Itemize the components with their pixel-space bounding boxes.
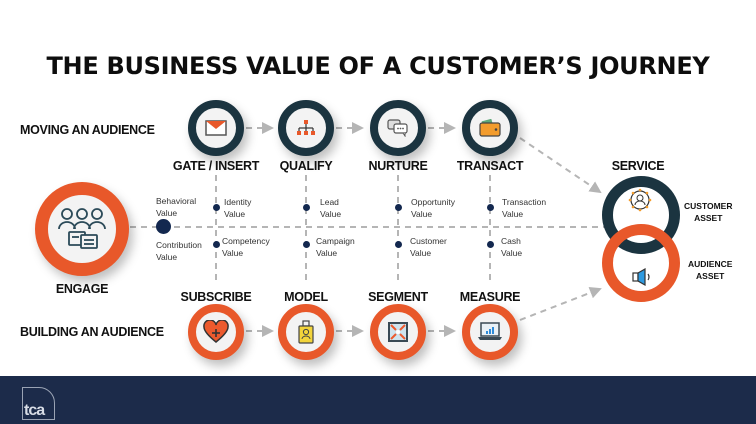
value-dot — [395, 241, 402, 248]
heart-plus-icon — [203, 320, 229, 343]
stage-label-gate-insert: GATE / INSERT — [172, 159, 260, 173]
value-dot — [213, 204, 220, 211]
stage-label-segment: SEGMENT — [368, 290, 428, 304]
footer-bar: tca — [0, 376, 756, 424]
stage-label-qualify: QUALIFY — [279, 159, 333, 173]
segment-node — [370, 304, 426, 360]
envelope-icon — [205, 120, 227, 136]
nurture-node — [370, 100, 426, 156]
transact-node — [462, 100, 518, 156]
value-dot — [487, 204, 494, 211]
speaker-icon — [632, 268, 650, 286]
model-node — [278, 304, 334, 360]
value-dot — [303, 241, 310, 248]
laptop-chart-icon — [478, 322, 502, 340]
value-dot — [213, 241, 220, 248]
value-dot — [395, 204, 402, 211]
page-title: THE BUSINESS VALUE OF A CUSTOMER’S JOURN… — [46, 52, 710, 80]
value-dot — [487, 241, 494, 248]
stage-label-measure: MEASURE — [459, 290, 521, 304]
hierarchy-icon — [297, 120, 315, 135]
row-label-building: BUILDING AN AUDIENCE — [20, 325, 164, 339]
people-chat-icon — [58, 208, 106, 249]
engage-node — [35, 182, 129, 276]
engage-label: ENGAGE — [55, 282, 109, 296]
segment-arrows-icon — [388, 322, 408, 342]
gear-person-icon — [628, 188, 652, 212]
wallet-icon — [479, 119, 501, 137]
audience-asset-ring — [602, 224, 680, 302]
gate-insert-node — [188, 100, 244, 156]
subscribe-node — [188, 304, 244, 360]
tca-logo: tca — [22, 387, 55, 420]
stage-label-transact: TRANSACT — [456, 159, 524, 173]
value-dot — [303, 204, 310, 211]
stage-label-nurture: NURTURE — [368, 159, 428, 173]
row-label-moving: MOVING AN AUDIENCE — [20, 123, 155, 137]
chat-bubbles-icon — [387, 119, 408, 137]
measure-node — [462, 304, 518, 360]
qualify-node — [278, 100, 334, 156]
id-badge-icon — [298, 320, 314, 344]
service-label: SERVICE — [611, 159, 665, 173]
engage-value-dot — [156, 219, 171, 234]
stage-label-model: MODEL — [284, 290, 328, 304]
stage-label-subscribe: SUBSCRIBE — [180, 290, 252, 304]
tca-logo-text: tca — [24, 402, 45, 419]
